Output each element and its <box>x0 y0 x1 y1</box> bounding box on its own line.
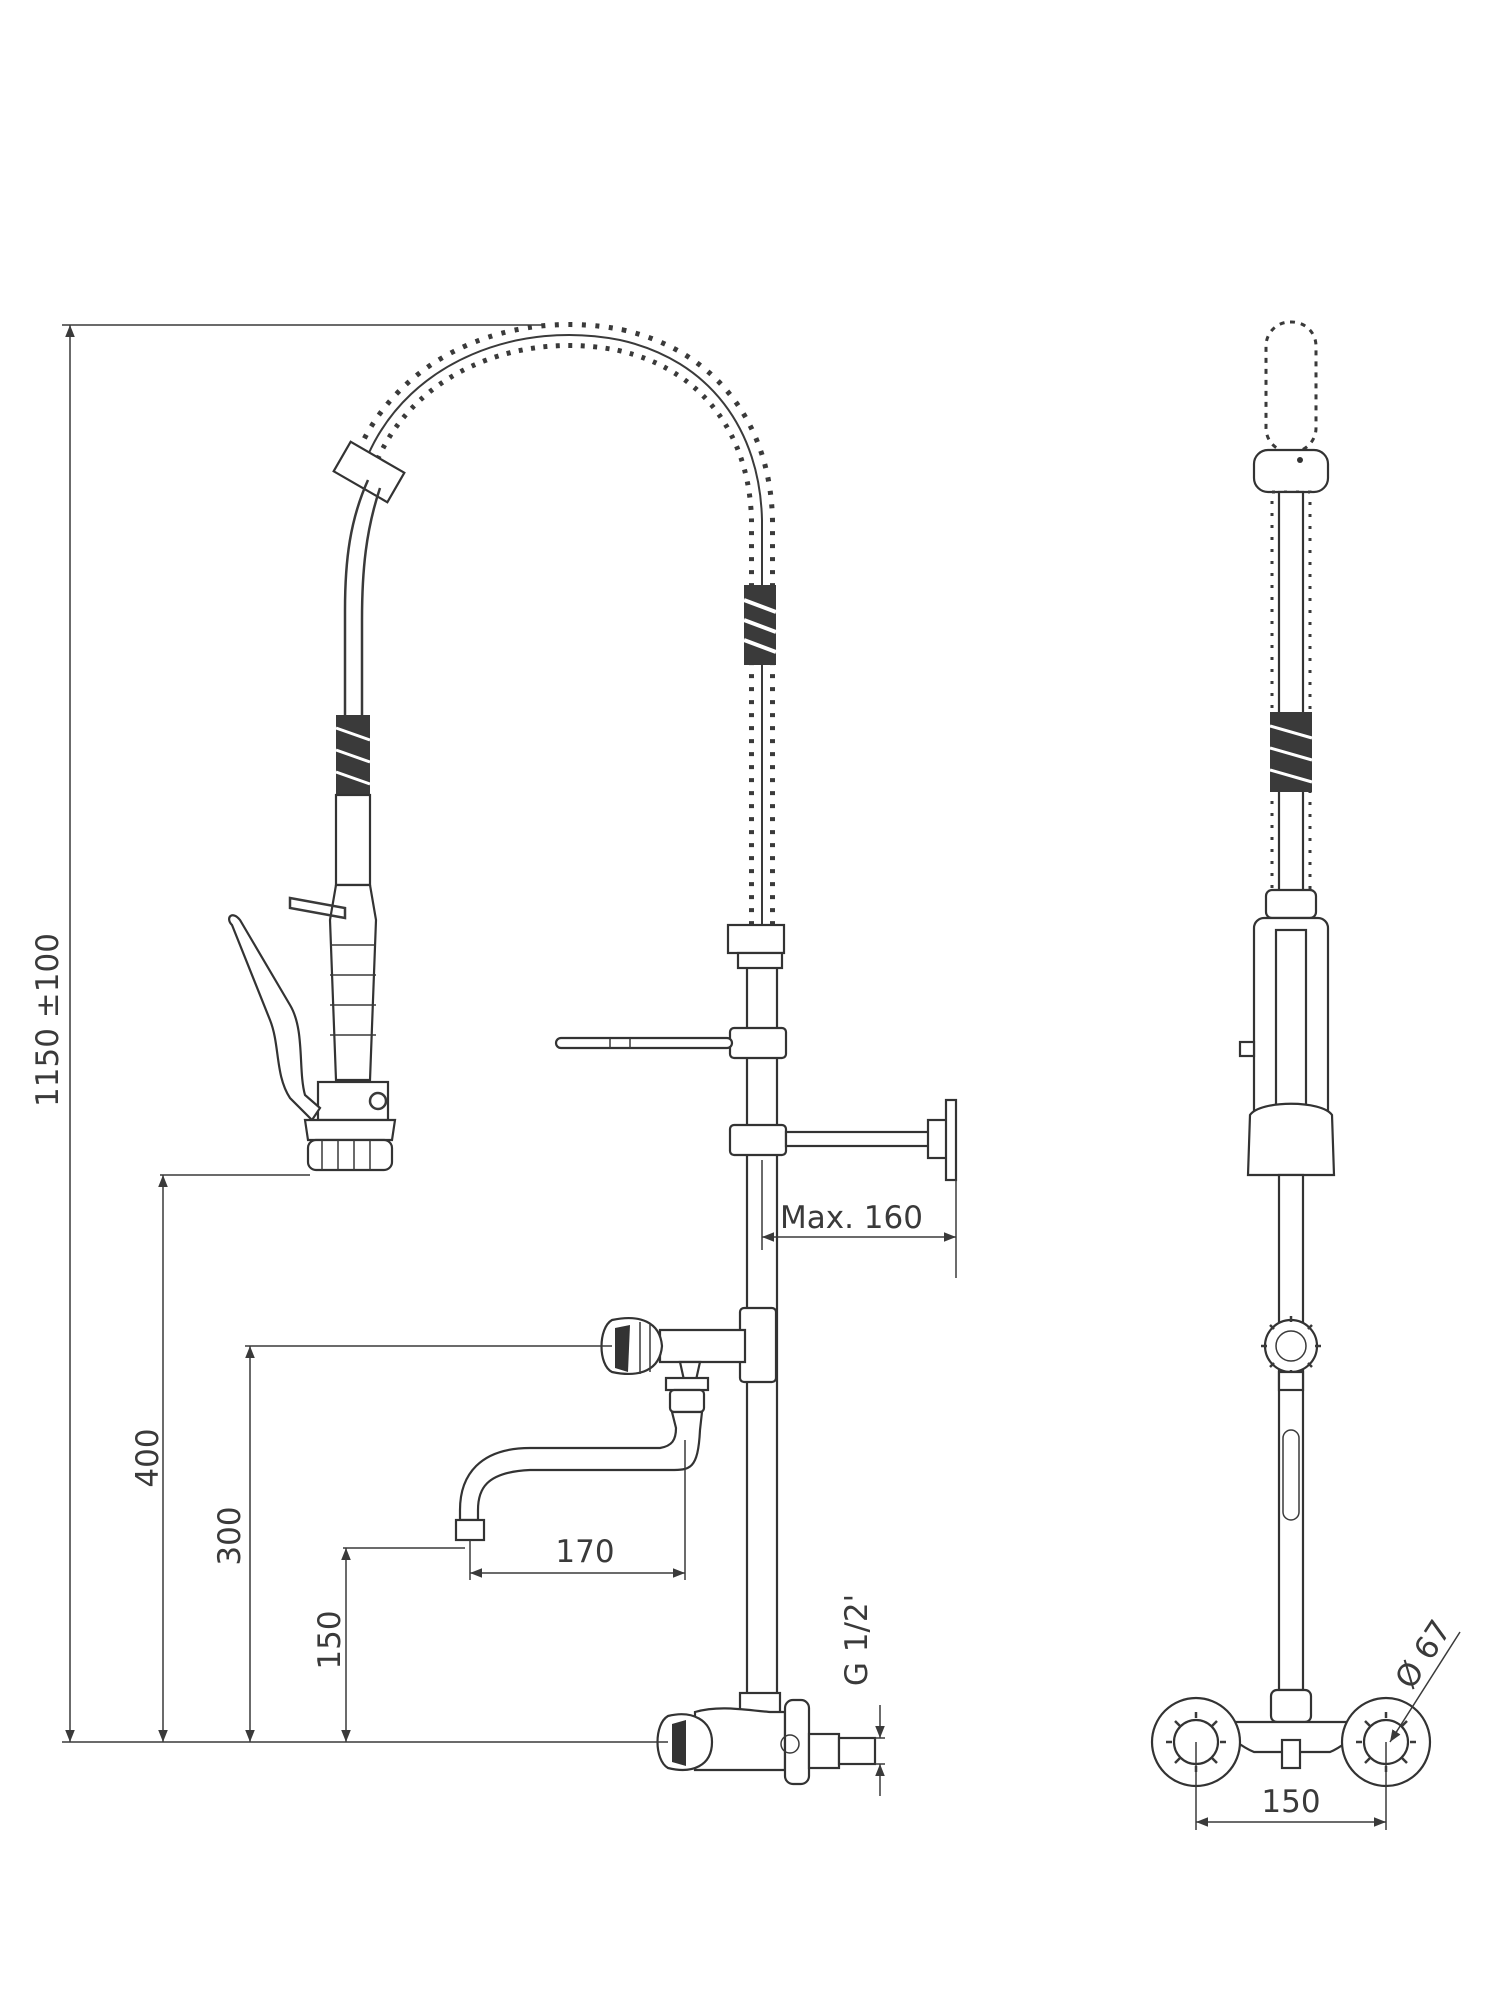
spring-arc-core <box>367 333 763 930</box>
spring-base-ring <box>736 951 784 970</box>
hose-sleeve <box>334 793 372 887</box>
side-riser <box>1277 1173 1305 1692</box>
label-valve-height: 300 <box>212 1506 248 1565</box>
front-view: 1150 ±100 400 300 150 170 <box>30 321 958 1796</box>
swivel-spout <box>454 1376 710 1542</box>
label-bracket-max: Max. 160 <box>780 1200 923 1236</box>
hose-hook <box>554 1026 788 1060</box>
side-gun <box>1238 888 1336 1177</box>
label-shower-height: 400 <box>130 1428 166 1487</box>
dim-shower-height <box>158 1174 310 1742</box>
side-view: Ø 67 150 <box>1150 320 1461 1830</box>
side-spring-top <box>1252 320 1330 494</box>
spring-base-collar <box>726 923 786 955</box>
spring-arc <box>356 321 775 930</box>
label-flange-diameter: Ø 67 <box>1388 1614 1458 1695</box>
spring-arc-inner <box>360 326 770 930</box>
spring-dark-segment <box>743 585 777 665</box>
side-valve-handle <box>1261 1316 1321 1392</box>
label-spout-reach: 170 <box>555 1534 614 1570</box>
inlet-valve <box>656 1691 877 1786</box>
label-overall-height: 1150 ±100 <box>30 933 66 1107</box>
dim-center-distance <box>1195 1742 1387 1830</box>
hose-grip <box>335 715 371 795</box>
dim-flange-diameter <box>1389 1631 1461 1743</box>
dim-spout-height <box>341 1547 465 1742</box>
dim-bracket-max <box>761 1160 957 1278</box>
pre-rinse-gun <box>228 883 397 1172</box>
side-wall-mount <box>1150 1688 1432 1788</box>
shower-hose <box>343 479 370 720</box>
label-spout-height: 150 <box>312 1610 348 1669</box>
spring-clamp <box>332 440 406 504</box>
label-inlet-thread: G 1/2' <box>839 1594 875 1686</box>
dim-valve-height <box>245 1345 612 1742</box>
dim-inlet-thread <box>875 1705 885 1796</box>
mixer-valve <box>600 1306 778 1384</box>
shower-hose-outer <box>360 487 382 720</box>
label-center-distance: 150 <box>1261 1784 1320 1820</box>
side-riser-slot <box>1282 1429 1300 1521</box>
dim-spout-reach <box>469 1440 686 1580</box>
side-spring-column <box>1269 490 1313 894</box>
wall-bracket <box>728 1098 958 1182</box>
